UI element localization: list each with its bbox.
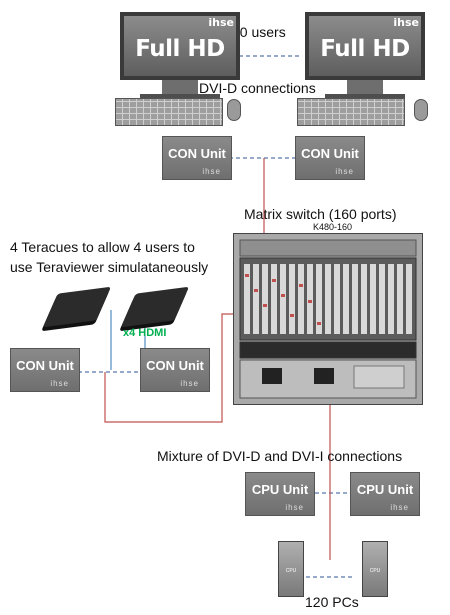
matrix-title: Matrix switch (160 ports): [244, 206, 397, 222]
users-label: 20 users: [232, 24, 286, 40]
ihse-logo: ihse: [208, 16, 234, 29]
mouse-right: [414, 99, 428, 121]
red-cable-left: [104, 313, 240, 423]
ihse-logo: ihse: [285, 503, 304, 512]
tower-label: CPU: [369, 568, 381, 574]
ihse-logo: ihse: [50, 379, 69, 388]
cpu-unit-left: CPU Unit ihse: [245, 472, 315, 516]
unit-title: CON Unit: [301, 146, 359, 161]
mixture-label: Mixture of DVI-D and DVI-I connections: [157, 448, 403, 464]
unit-title: CON Unit: [16, 358, 74, 373]
ihse-logo: ihse: [393, 16, 419, 29]
con-unit-top-left: CON Unit ihse: [162, 136, 232, 180]
cpu-unit-right: CPU Unit ihse: [350, 472, 420, 516]
unit-title: CON Unit: [168, 146, 226, 161]
teracues-label-line1: 4 Teracues to allow 4 users to: [10, 239, 195, 255]
pcs-label: 120 PCs: [305, 594, 359, 610]
keyboard-left: [115, 98, 223, 126]
con-unit-top-right: CON Unit ihse: [295, 136, 365, 180]
tower-label: CPU: [285, 568, 297, 574]
monitor-neck: [162, 80, 198, 94]
monitor-screen-text: Full HD: [135, 36, 225, 62]
pc-tower-right: CPU: [362, 541, 388, 597]
monitor-right: ihse Full HD: [305, 12, 425, 104]
monitor-left: ihse Full HD: [120, 12, 240, 104]
matrix-panel: [239, 239, 417, 399]
matrix-model: K480-160: [313, 222, 353, 232]
unit-title: CPU Unit: [356, 482, 414, 497]
monitor-screen: [305, 12, 425, 80]
teracues-label-line2: use Teraviewer simulataneously: [10, 259, 209, 275]
hdmi-label: x4 HDMI: [123, 327, 167, 339]
pc-tower-left: CPU: [278, 541, 304, 597]
monitor-neck: [347, 80, 383, 94]
monitor-screen: [120, 12, 240, 80]
unit-title: CON Unit: [146, 358, 204, 373]
mouse-left: [227, 99, 241, 121]
dvi-d-label: DVI-D connections: [199, 80, 316, 96]
con-unit-mid-left: CON Unit ihse: [10, 348, 80, 392]
ihse-logo: ihse: [390, 503, 409, 512]
unit-title: CPU Unit: [251, 482, 309, 497]
monitor-screen-text: Full HD: [320, 36, 410, 62]
ihse-logo: ihse: [180, 379, 199, 388]
keyboard-right: [297, 98, 405, 126]
matrix-switch: [233, 233, 423, 405]
ihse-logo: ihse: [202, 167, 221, 176]
con-unit-mid-right: CON Unit ihse: [140, 348, 210, 392]
ihse-logo: ihse: [335, 167, 354, 176]
